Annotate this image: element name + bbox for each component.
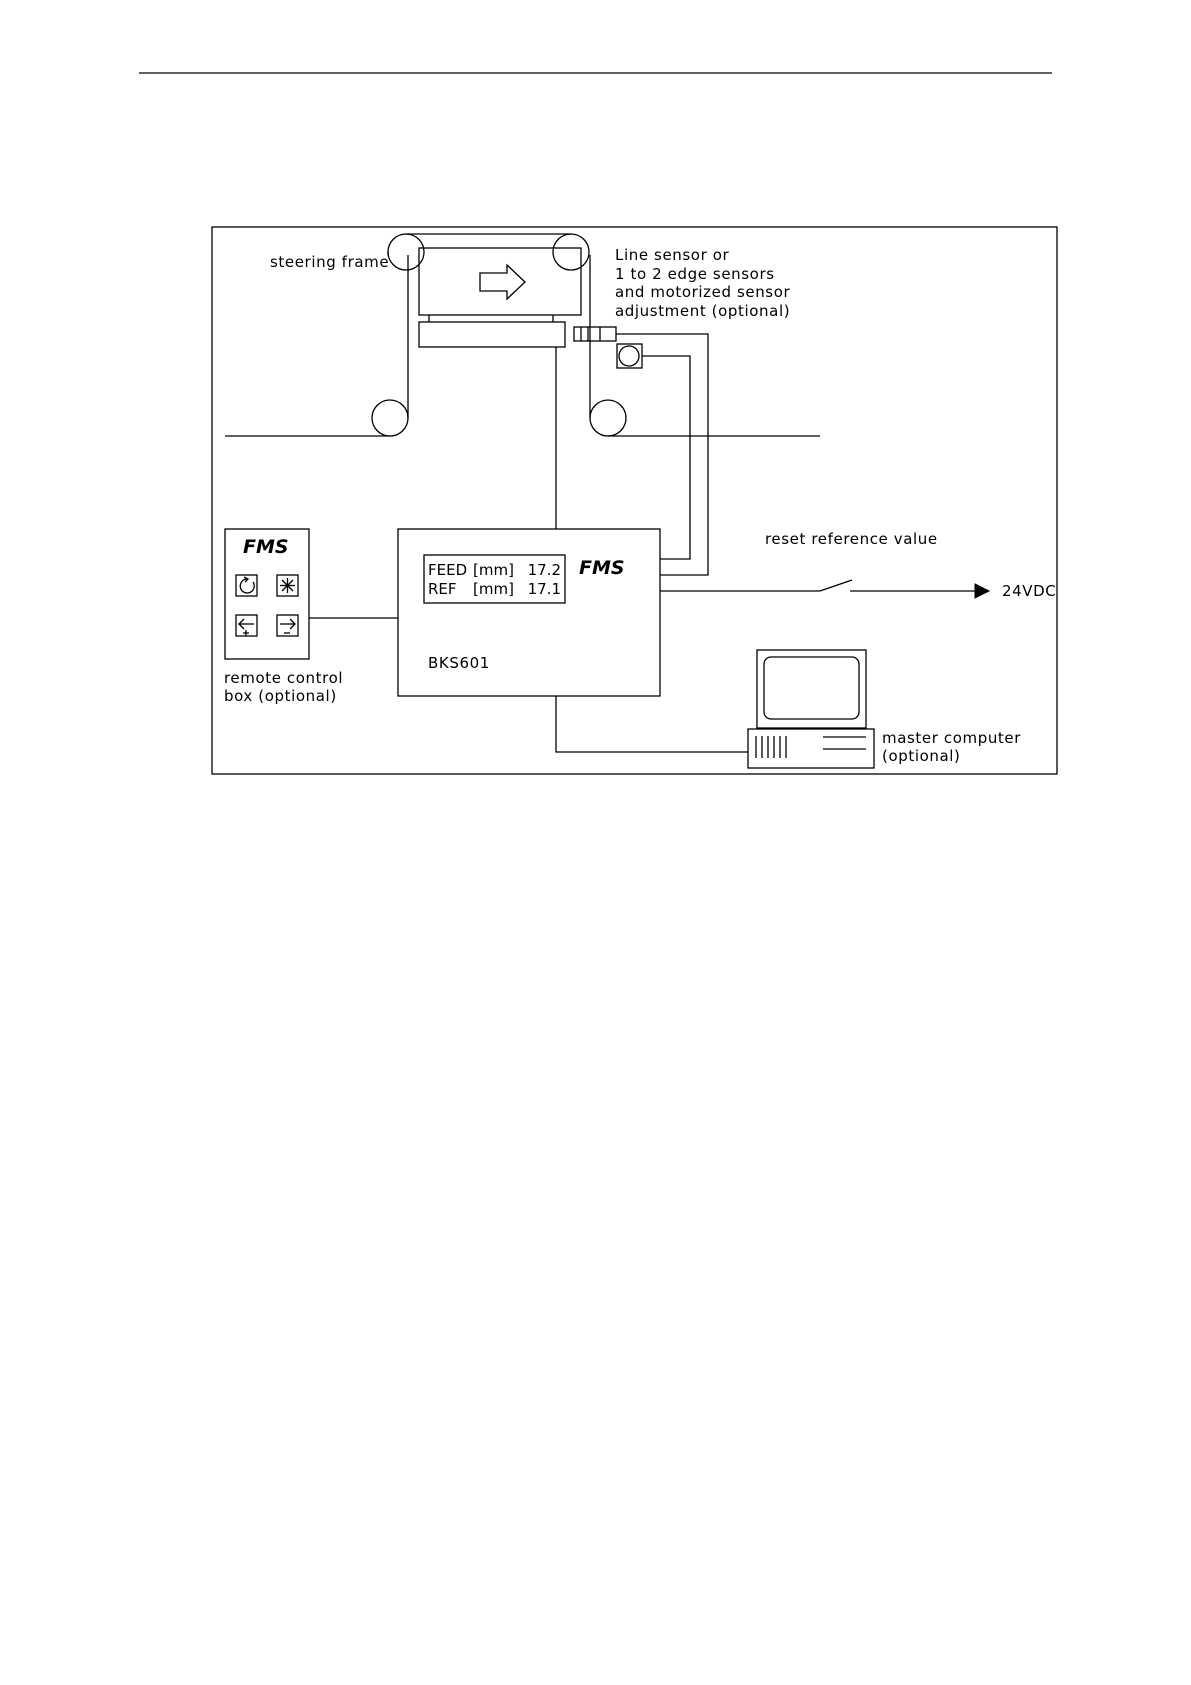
- remote-control-box: FMS: [225, 529, 309, 659]
- rotate-icon: [236, 575, 257, 596]
- display-row1-value: 17.2: [528, 561, 561, 579]
- display-row2-name: REF: [428, 580, 457, 598]
- controller-logo: FMS: [579, 557, 625, 579]
- right-arrow-icon: [480, 265, 525, 299]
- steering-frame-body: [419, 248, 581, 315]
- label-remote-line2: box (optional): [224, 687, 337, 705]
- asterisk-icon: [277, 575, 298, 596]
- label-steering-frame: steering frame: [270, 253, 389, 271]
- label-reset: reset reference value: [765, 530, 938, 548]
- controller-model: BKS601: [428, 654, 490, 672]
- sensor-cable-outer: [616, 334, 708, 575]
- sensor-motor-wheel: [619, 346, 639, 366]
- label-master-line1: master computer: [882, 729, 1021, 747]
- label-remote-line1: remote control: [224, 669, 343, 687]
- web-roller-left: [372, 400, 408, 436]
- controller-bks601: FEED [mm] 17.2 REF [mm] 17.1 FMS BKS601: [398, 529, 660, 696]
- label-master-line2: (optional): [882, 747, 961, 765]
- label-sensor-line4: adjustment (optional): [615, 302, 790, 320]
- steering-roller-top-right: [553, 234, 589, 270]
- web-roller-right: [590, 400, 626, 436]
- sensor-motor: [617, 344, 642, 368]
- arrow-right-minus-icon: [277, 615, 298, 636]
- display-row2-unit: [mm]: [473, 580, 514, 598]
- controller-to-computer-line: [556, 696, 748, 752]
- label-sensor-line3: and motorized sensor: [615, 283, 791, 301]
- label-sensor-line2: 1 to 2 edge sensors: [615, 265, 775, 283]
- display-row1-unit: [mm]: [473, 561, 514, 579]
- arrow-left-plus-icon: [236, 615, 257, 636]
- sensor: [574, 327, 708, 575]
- master-computer: [748, 650, 874, 768]
- voltage-arrow: [975, 584, 989, 598]
- monitor-screen: [764, 657, 859, 719]
- sensor-head: [574, 327, 616, 341]
- remote-logo: FMS: [243, 536, 289, 558]
- reset-switch: [660, 580, 989, 598]
- monitor: [757, 650, 866, 728]
- steering-base: [419, 322, 565, 347]
- display-row2-value: 17.1: [528, 580, 561, 598]
- label-sensor-line1: Line sensor or: [615, 246, 729, 264]
- label-voltage: 24VDC: [1002, 582, 1056, 600]
- display-row1-name: FEED: [428, 561, 467, 579]
